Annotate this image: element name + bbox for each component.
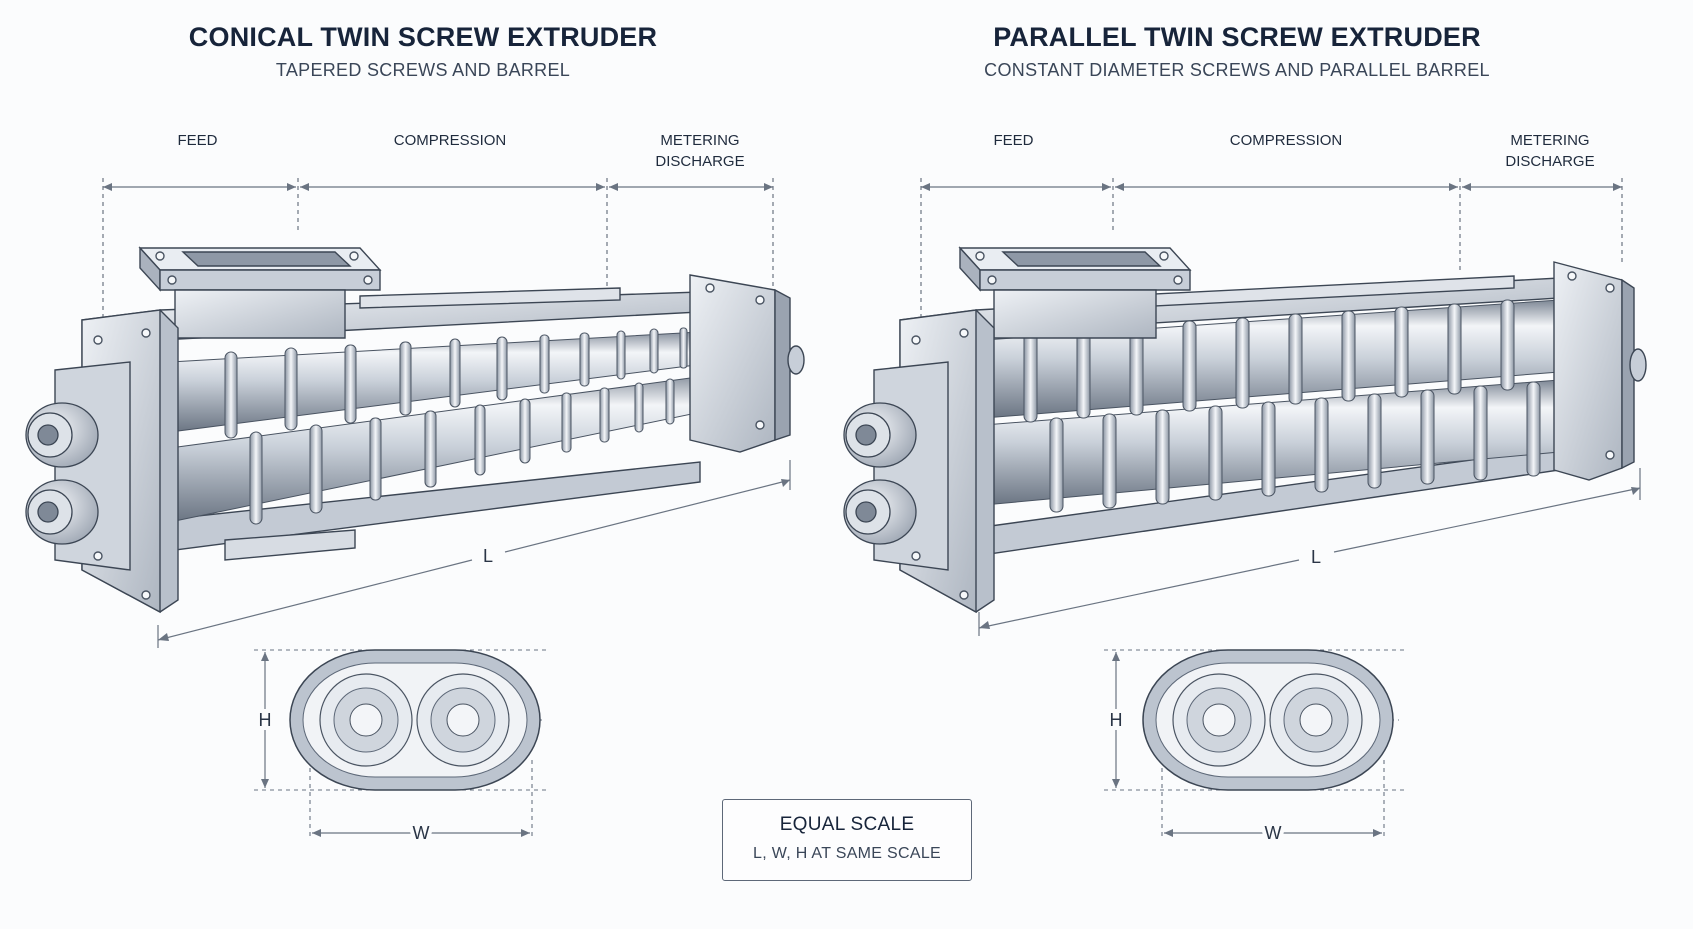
parallel-drive-shafts — [843, 402, 917, 545]
parallel-twin-screws — [983, 299, 1560, 513]
conical-title: CONICAL TWIN SCREW EXTRUDER — [188, 22, 658, 52]
conical-zone-compression: COMPRESSION — [393, 132, 507, 149]
parallel-zone-metering: METERING DISCHARGE — [1490, 130, 1610, 172]
conical-extruder-panel: CONICAL TWIN SCREW EXTRUDER TAPERED SCRE… — [0, 0, 846, 929]
parallel-zone-compression: COMPRESSION — [1229, 132, 1343, 149]
equal-scale-note: EQUAL SCALE L, W, H AT SAME SCALE — [722, 799, 972, 881]
parallel-extruder-panel: PARALLEL TWIN SCREW EXTRUDER CONSTANT DI… — [814, 0, 1660, 929]
parallel-length-label: L — [1311, 547, 1321, 567]
conical-twin-screws — [169, 326, 736, 525]
parallel-zone-dimension-lines — [920, 178, 1623, 318]
parallel-discharge-flange — [1553, 261, 1647, 481]
conical-zone-metering-line2: DISCHARGE — [655, 153, 745, 170]
conical-zone-feed: FEED — [177, 132, 218, 149]
parallel-cross-section — [1104, 649, 1404, 840]
conical-drive-flange — [54, 309, 179, 614]
conical-zone-metering: METERING DISCHARGE — [640, 130, 760, 172]
conical-drive-shafts — [25, 402, 99, 545]
conical-zone-metering-line1: METERING — [660, 132, 740, 149]
conical-length-label: L — [483, 546, 493, 566]
conical-cross-section — [254, 649, 550, 840]
conical-length-dimension — [157, 460, 791, 648]
parallel-zone-metering-line1: METERING — [1510, 132, 1590, 149]
conical-extruder-drawing: L — [25, 178, 805, 847]
parallel-subtitle: CONSTANT DIAMETER SCREWS AND PARALLEL BA… — [984, 60, 1490, 80]
conical-width-label: W — [413, 823, 430, 843]
conical-subtitle: TAPERED SCREWS AND BARREL — [275, 60, 571, 80]
conical-feed-hopper — [138, 246, 382, 339]
parallel-zone-feed: FEED — [993, 132, 1034, 149]
parallel-width-label: W — [1265, 823, 1282, 843]
conical-discharge-flange — [689, 274, 805, 453]
parallel-title: PARALLEL TWIN SCREW EXTRUDER — [993, 22, 1481, 52]
parallel-feed-hopper — [958, 246, 1192, 339]
conical-zone-dimension-lines — [102, 178, 774, 318]
equal-scale-title: EQUAL SCALE — [779, 814, 915, 835]
parallel-height-label: H — [1110, 710, 1123, 730]
parallel-length-dimension — [978, 468, 1641, 636]
parallel-extruder-drawing: L — [843, 178, 1647, 847]
conical-height-label: H — [259, 710, 272, 730]
equal-scale-subtitle: L, W, H AT SAME SCALE — [753, 845, 941, 862]
parallel-zone-metering-line2: DISCHARGE — [1505, 153, 1595, 170]
